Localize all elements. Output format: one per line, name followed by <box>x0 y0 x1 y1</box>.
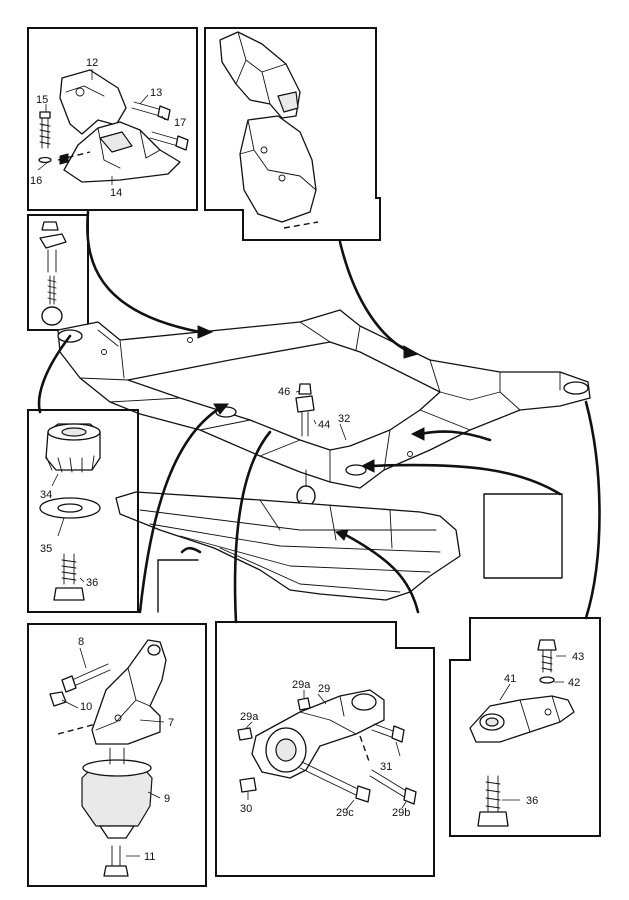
callout-16: 16 <box>30 175 42 187</box>
frame-fragment-right <box>483 493 563 579</box>
callout-11: 11 <box>144 851 155 863</box>
panel-bracket-41: 43 42 41 36 <box>449 617 601 837</box>
callout-42: 42 <box>568 677 580 689</box>
callout-29a-left: 29a <box>240 711 259 723</box>
panel-torque-rod-29: 29a 29 29a 31 29c 29b 30 <box>215 621 435 877</box>
callout-15: 15 <box>36 94 48 106</box>
lower-mount <box>239 115 317 223</box>
bracket-12 <box>59 69 127 135</box>
panel-left-pin <box>27 214 89 331</box>
nut-10 <box>49 691 67 707</box>
callout-46: 46 <box>278 386 290 398</box>
callout-13: 13 <box>150 87 162 99</box>
callout-7: 7 <box>168 717 174 729</box>
bracket-41 <box>469 695 575 743</box>
callout-29c: 29c <box>336 807 354 819</box>
callout-36-right: 36 <box>526 795 538 807</box>
callout-44: 44 <box>318 419 330 431</box>
ring-eye <box>41 306 63 326</box>
panel-bushing-34: 34 35 36 <box>27 409 139 613</box>
callout-36-left: 36 <box>86 577 98 589</box>
callout-29b: 29b <box>392 807 410 819</box>
frame-fragment-left <box>157 559 199 613</box>
skid-plate <box>115 491 461 601</box>
nut-29a-left <box>237 727 253 741</box>
callout-29: 29 <box>318 683 330 695</box>
callout-43: 43 <box>572 651 584 663</box>
callout-9: 9 <box>164 793 170 805</box>
callout-17: 17 <box>174 117 186 129</box>
washer-42 <box>539 676 555 684</box>
bolt-43 <box>537 639 557 651</box>
callout-8: 8 <box>78 636 84 648</box>
bolt-36-right <box>477 811 509 827</box>
bolt-36-left <box>53 587 85 601</box>
assembly-arrows <box>37 210 601 624</box>
callout-34: 34 <box>40 489 52 501</box>
subframe-inner-opening <box>127 341 441 451</box>
callout-30: 30 <box>240 803 252 815</box>
clip <box>39 233 67 249</box>
panel-top-right-bracket <box>204 27 381 241</box>
panel-engine-mount-7: 8 10 7 9 11 <box>27 623 207 887</box>
nut-30 <box>239 777 257 793</box>
bolt-13 <box>131 101 163 117</box>
callout-12: 12 <box>86 57 98 69</box>
bolt-15 <box>39 111 51 119</box>
callout-31: 31 <box>380 761 392 773</box>
callout-10: 10 <box>80 701 92 713</box>
callout-35: 35 <box>40 543 52 555</box>
panel-top-left-engine-mount: 12 13 17 14 15 16 <box>27 27 198 211</box>
bolt-11 <box>103 865 129 877</box>
callout-29a-top: 29a <box>292 679 311 691</box>
nut-top <box>41 221 59 231</box>
callout-32: 32 <box>338 413 350 425</box>
bolt-17 <box>149 131 181 147</box>
callout-14: 14 <box>110 187 122 199</box>
nut-46 <box>298 383 312 395</box>
subframe-assembly: 46 44 32 45 <box>57 309 591 513</box>
pin-44 <box>295 395 315 413</box>
nut-29a-top <box>297 697 311 711</box>
callout-41: 41 <box>504 673 516 685</box>
